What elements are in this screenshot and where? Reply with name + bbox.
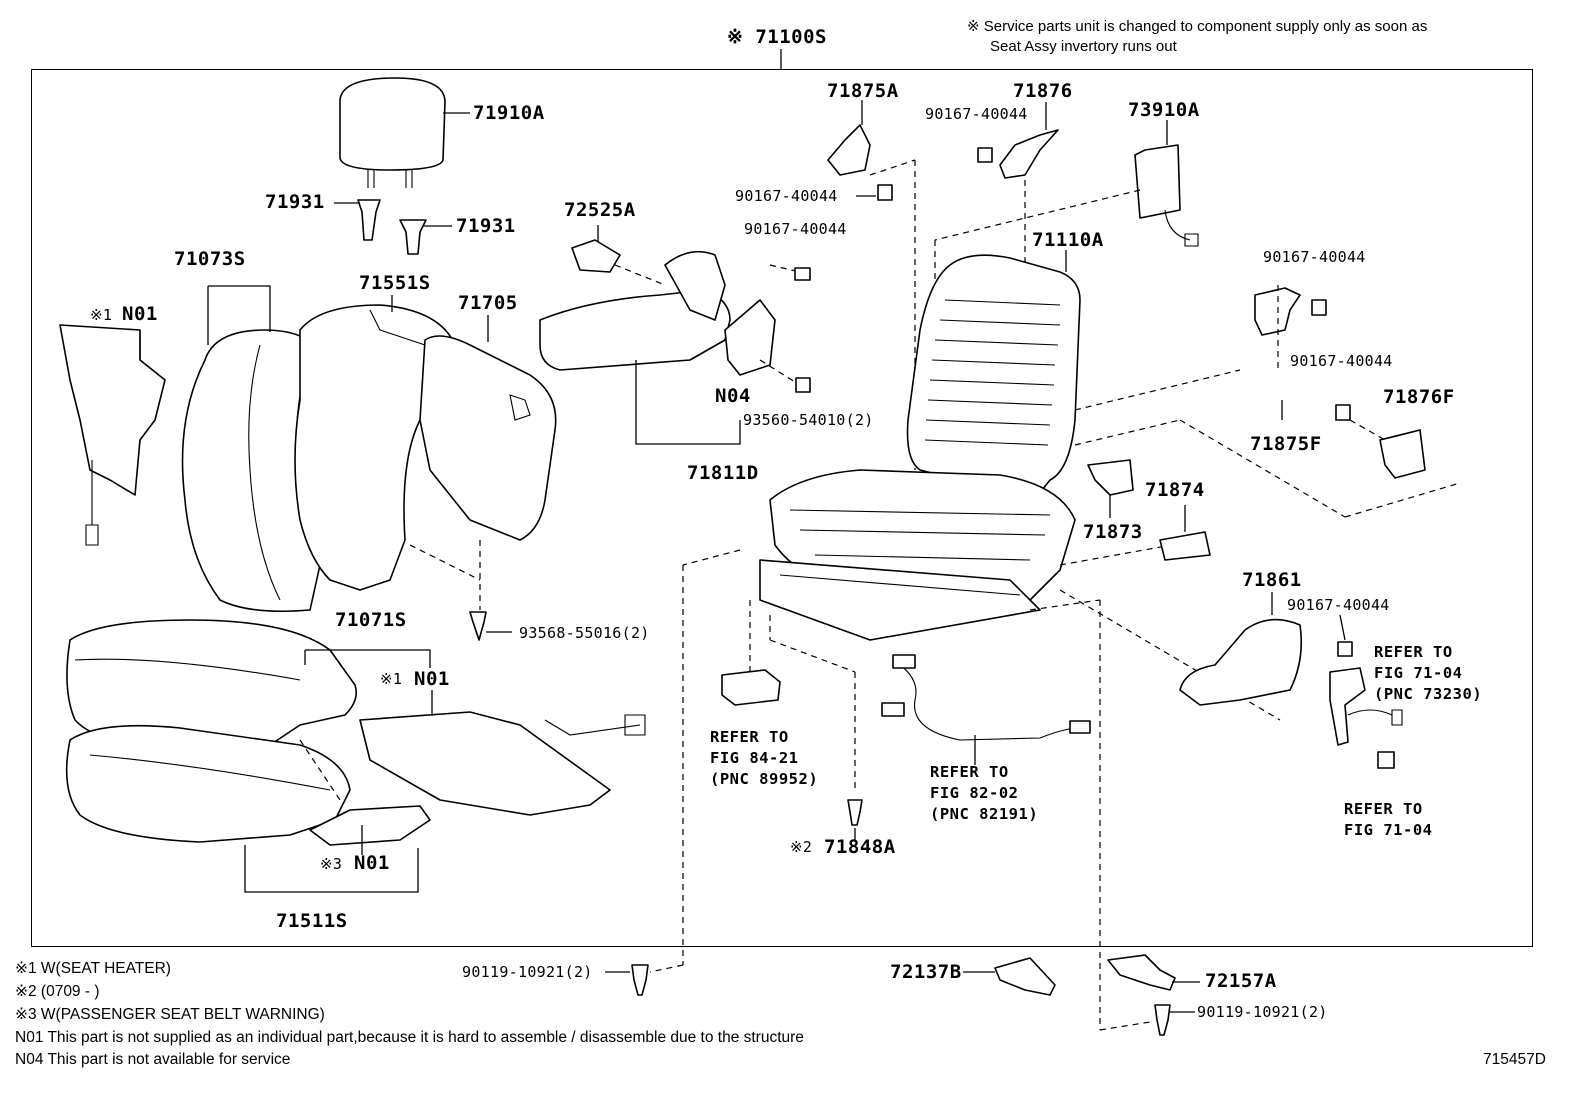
reference-line: FIG 82-02 xyxy=(930,784,1019,802)
part-label-n01-a: N01 xyxy=(122,303,158,325)
part-label-71705: 71705 xyxy=(458,292,518,314)
legend-note-n01: N01 This part is not supplied as an indi… xyxy=(15,1029,804,1046)
reference-line: FIG 84-21 xyxy=(710,749,799,767)
reference-fig-71-04-b: REFER TO FIG 71-04 xyxy=(1344,799,1433,841)
reference-line: REFER TO xyxy=(930,763,1009,781)
part-label-n01-c: N01 xyxy=(354,852,390,874)
part-label-90167-f: 90167-40044 xyxy=(1287,596,1390,614)
part-label-90167-b: 90167-40044 xyxy=(925,105,1028,123)
reference-line: FIG 71-04 xyxy=(1374,664,1463,682)
part-label-71551s: 71551S xyxy=(359,272,431,294)
part-label-90167-a: 90167-40044 xyxy=(735,187,838,205)
part-label-93560: 93560-54010(2) xyxy=(743,411,874,429)
part-label-72137b: 72137B xyxy=(890,961,962,983)
part-label-71874: 71874 xyxy=(1145,479,1205,501)
part-label-72525a: 72525A xyxy=(564,199,636,221)
part-label-71110a: 71110A xyxy=(1032,229,1104,251)
note-mark-3: ※3 xyxy=(320,855,343,873)
part-label-90119-a: 90119-10921(2) xyxy=(462,963,593,981)
part-label-90167-e: 90167-40044 xyxy=(1290,352,1393,370)
reference-line: (PNC 82191) xyxy=(930,805,1039,823)
top-note-line2: Seat Assy invertory runs out xyxy=(990,38,1177,55)
part-label-71875a: 71875A xyxy=(827,80,899,102)
legend-note-2: ※2 (0709 - ) xyxy=(15,983,100,1000)
part-label-71848a: 71848A xyxy=(824,836,896,858)
part-label-90167-d: 90167-40044 xyxy=(1263,248,1366,266)
part-label-71873: 71873 xyxy=(1083,521,1143,543)
note-mark-2: ※2 xyxy=(790,838,813,856)
seatback-pad xyxy=(294,304,461,591)
part-label-71876: 71876 xyxy=(1013,80,1073,102)
part-label-71071s: 71071S xyxy=(335,609,407,631)
part-label-71511s: 71511S xyxy=(276,910,348,932)
part-label-71876f: 71876F xyxy=(1383,386,1455,408)
part-label-71931-right: 71931 xyxy=(456,215,516,237)
part-label-72157a: 72157A xyxy=(1205,970,1277,992)
top-note-line1: ※ Service parts unit is changed to compo… xyxy=(967,18,1428,35)
part-label-90167-c: 90167-40044 xyxy=(744,220,847,238)
legend-note-n04: N04 This part is not available for servi… xyxy=(15,1051,291,1068)
back-board xyxy=(419,335,557,541)
reference-fig-84-21: REFER TO FIG 84-21 (PNC 89952) xyxy=(710,727,818,790)
part-label-71931-left: 71931 xyxy=(265,191,325,213)
reference-fig-82-02: REFER TO FIG 82-02 (PNC 82191) xyxy=(930,762,1038,825)
assembly-label: ※ 71100S xyxy=(727,26,827,48)
reference-fig-71-04-a: REFER TO FIG 71-04 (PNC 73230) xyxy=(1374,642,1482,705)
reference-line: REFER TO xyxy=(1374,643,1453,661)
assembly-frame xyxy=(31,69,1533,947)
part-label-71073s: 71073S xyxy=(174,248,246,270)
part-label-71910a: 71910A xyxy=(473,102,545,124)
part-label-n04: N04 xyxy=(715,385,751,407)
part-label-n01-b: N01 xyxy=(414,668,450,690)
part-label-71875f: 71875F xyxy=(1250,433,1322,455)
part-label-71861: 71861 xyxy=(1242,569,1302,591)
part-label-90119-b: 90119-10921(2) xyxy=(1197,1003,1328,1021)
part-label-73910a: 73910A xyxy=(1128,99,1200,121)
legend-note-1: ※1 W(SEAT HEATER) xyxy=(15,960,171,977)
part-label-93568: 93568-55016(2) xyxy=(519,624,650,642)
figure-id: 715457D xyxy=(1483,1051,1546,1068)
reference-line: REFER TO xyxy=(1344,800,1423,818)
armrest xyxy=(539,289,731,371)
reference-line: REFER TO xyxy=(710,728,789,746)
reference-line: (PNC 73230) xyxy=(1374,685,1483,703)
note-mark-1a: ※1 xyxy=(90,306,113,324)
legend-note-3: ※3 W(PASSENGER SEAT BELT WARNING) xyxy=(15,1006,325,1023)
cushion-pad xyxy=(65,724,351,843)
note-mark-1b: ※1 xyxy=(380,670,403,688)
cushion-cover xyxy=(66,619,358,753)
reference-line: FIG 71-04 xyxy=(1344,821,1433,839)
headrest xyxy=(339,77,446,171)
seat-frame xyxy=(906,254,1081,506)
reference-line: (PNC 89952) xyxy=(710,770,819,788)
part-label-71811d: 71811D xyxy=(687,462,759,484)
